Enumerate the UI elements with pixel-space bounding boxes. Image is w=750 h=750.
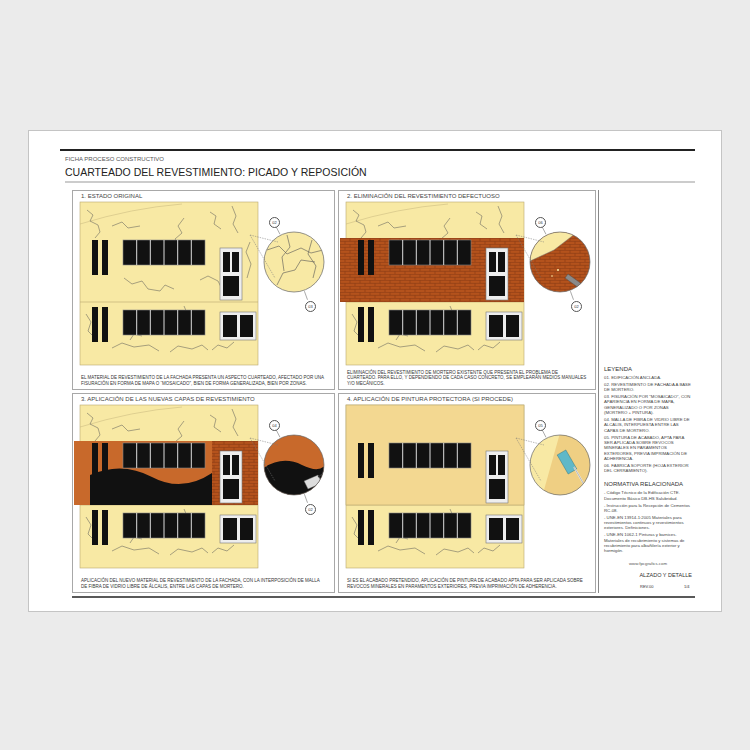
legend-item: 03. FISURACIÓN POR “MOSAICADO”, CON APAR… <box>604 394 692 415</box>
sheet-title: CUARTEADO DEL REVESTIMIENTO: PICADO Y RE… <box>65 166 367 178</box>
sheet-header: FICHA PROCESO CONSTRUCTIVO <box>65 156 164 163</box>
illustration-use <box>542 227 546 234</box>
illustration-use <box>80 202 258 365</box>
illustration-line <box>65 182 695 183</box>
illustration-path <box>565 274 586 291</box>
section-heading: NORMATIVA RELACIONADA <box>604 481 692 488</box>
callout-number: 06 <box>538 221 542 225</box>
website: www.fpcgrafics.com <box>604 561 692 566</box>
illustration-g <box>340 202 592 365</box>
illustration-path <box>304 475 322 489</box>
illustration-path <box>267 235 323 285</box>
callout-number: 05 <box>538 424 542 428</box>
callout-bubble: 02 <box>571 301 582 312</box>
step-heading: 3. APLICACIÓN DE LAS NUEVAS CAPAS DE REV… <box>81 396 255 403</box>
illustration-use <box>570 291 573 300</box>
step-caption: APLICACIÓN DEL NUEVO MATERIAL DE REVESTI… <box>81 578 326 589</box>
callout-number: 03 <box>308 305 312 309</box>
legend-item: 05. PINTURA DE ACABADO, APTA PARA SER AP… <box>604 435 692 462</box>
legend-item: 02. REVESTIMIENTO DE FACHADA A BASE DE M… <box>604 382 692 393</box>
callout-number: 02 <box>574 305 578 309</box>
illustration-path <box>90 468 212 505</box>
legend-column: LEYENDA 01. EDIFICACIÓN ANCLADA. 02. REVES… <box>598 190 695 593</box>
illustration-line <box>72 596 695 598</box>
illustration-use <box>304 494 307 503</box>
illustration-rect <box>557 450 577 474</box>
illustration-path <box>262 461 328 497</box>
illustration-use <box>80 405 258 568</box>
illustration-g <box>346 405 594 568</box>
illustration-use <box>276 227 280 234</box>
process-step-panel: 1. ESTADO ORIGINAL EL MATERIAL DE REVESTI… <box>72 190 335 390</box>
illustration-use <box>358 443 522 545</box>
illustration-circle <box>551 275 553 277</box>
illustration-use <box>542 430 546 437</box>
step-heading: 1. ESTADO ORIGINAL <box>81 193 142 200</box>
illustration-use <box>358 240 522 342</box>
callout-number: 04 <box>272 424 276 428</box>
illustration-use <box>92 240 256 342</box>
sheet-subtitle: ALZADO Y DETALLE <box>604 572 692 579</box>
legend-item: - UNE-EN 1062-1 Pinturas y barnices. Mat… <box>604 532 692 553</box>
callout-number: 02 <box>308 508 312 512</box>
illustration-g <box>262 433 328 497</box>
callout-bubble: 05 <box>535 420 546 431</box>
callout-bubble: 06 <box>535 217 546 228</box>
illustration-g <box>528 230 592 294</box>
illustration-rect <box>262 230 326 294</box>
legend-item: 04. MALLA DE FIBRA DE VIDRIO LIBRE DE ÁL… <box>604 417 692 433</box>
step-caption: ELIMINACIÓN DEL REVESTIMIENTO DE MORTERO… <box>347 370 587 386</box>
illustration-g <box>74 405 328 568</box>
legend-item: - Instrucción para la Recepción de Cemen… <box>604 503 692 514</box>
illustration-g <box>262 230 326 294</box>
illustration-use <box>304 291 307 300</box>
illustration-use <box>250 235 278 278</box>
legend-item: - UNE-EN 13914-1:2005 Materiales para re… <box>604 515 692 531</box>
illustration-line <box>60 149 695 151</box>
illustration-use <box>92 443 256 545</box>
step-caption: EL MATERIAL DE REVESTIMIENTO DE LA FACHA… <box>81 375 326 386</box>
step-heading: 4. APLICACIÓN DE PINTURA PROTECTORA (SI … <box>347 396 513 403</box>
illustration-g <box>80 202 326 365</box>
revision-code: REV.00 <box>640 584 653 589</box>
illustration-use <box>250 438 278 481</box>
illustration-use <box>516 438 544 481</box>
process-step-panel: 2. ELIMINACIÓN DEL REVESTIMIENTO DEFECTU… <box>338 190 596 390</box>
step-caption: SI ES EL ACABADO PRETENDIDO, APLICACIÓN … <box>347 578 587 589</box>
illustration-circle <box>557 269 559 271</box>
process-step-panel: 4. APLICACIÓN DE PINTURA PROTECTORA (SI … <box>338 393 596 593</box>
illustration-g <box>528 433 594 497</box>
illustration-use <box>276 430 280 437</box>
legend-item: 01. EDIFICACIÓN ANCLADA. <box>604 375 692 380</box>
legend-item: - Código Técnico de la Edificación CTE. … <box>604 490 692 501</box>
legend-heading: LEYENDA <box>604 366 692 373</box>
callout-bubble: 04 <box>269 420 280 431</box>
step-heading: 2. ELIMINACIÓN DEL REVESTIMIENTO DEFECTU… <box>347 193 500 200</box>
callout-number: 02 <box>272 221 276 225</box>
illustration-rect <box>528 230 592 294</box>
legend-item: 06. FÁBRICA SOPORTE (HOJA EXTERIOR DEL C… <box>604 463 692 474</box>
sheet-number: 1/4 <box>684 584 690 589</box>
callout-bubble: 02 <box>269 217 280 228</box>
process-step-panel: 3. APLICACIÓN DE LAS NUEVAS CAPAS DE REV… <box>72 393 335 593</box>
illustration-use <box>516 235 544 278</box>
illustration-path <box>542 433 594 497</box>
callout-bubble: 03 <box>305 301 316 312</box>
illustration-use <box>346 405 524 568</box>
callout-bubble: 02 <box>305 504 316 515</box>
